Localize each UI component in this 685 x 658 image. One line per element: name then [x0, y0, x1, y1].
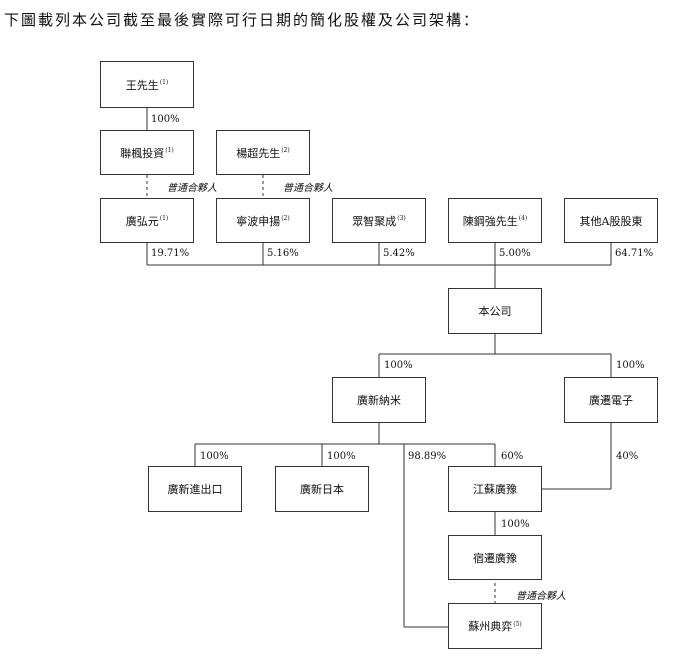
- node-juzhi-label: 眾智聚成: [352, 214, 397, 228]
- node-wang-label: 王先生: [125, 78, 159, 92]
- gp-label-yang: 普通合夥人: [283, 183, 333, 194]
- node-guangxinriben-label: 廣新日本: [300, 483, 344, 496]
- node-wang-note: (1): [159, 79, 169, 86]
- node-suqian-label: 宿遷廣豫: [473, 551, 517, 565]
- node-ningbo-note: (2): [281, 215, 290, 222]
- node-guanghongyuan-label: 廣弘元: [125, 214, 159, 228]
- node-yang-note: (2): [281, 147, 290, 154]
- node-company-label: 本公司: [478, 305, 512, 318]
- node-lianfeng-note: (1): [165, 147, 174, 154]
- node-chen-label: 陳鋼強先生: [462, 214, 518, 228]
- pct-guanghongyuan: 19.71%: [151, 248, 190, 259]
- node-ningbo: 寧波申揚(2): [216, 198, 310, 243]
- node-wang: 王先生(1): [100, 61, 194, 108]
- node-guangxinjin: 廣新進出口: [148, 466, 242, 512]
- node-company: 本公司: [448, 288, 542, 334]
- node-juzhi: 眾智聚成(3): [332, 198, 426, 243]
- pct-juzhi: 5.42%: [383, 248, 415, 259]
- node-suqian: 宿遷廣豫: [448, 535, 542, 580]
- node-chen-note: (4): [518, 215, 528, 222]
- pct-guangqian-jiangsu: 40%: [616, 451, 639, 462]
- pct-wang-lianfeng: 100%: [151, 114, 180, 125]
- node-guangqian: 廣遷電子: [564, 377, 658, 423]
- node-suzhou-note: (5): [513, 620, 522, 628]
- node-guangxinnami: 廣新納米: [332, 377, 426, 423]
- node-chen: 陳鋼強先生(4): [448, 198, 542, 243]
- node-guangxinjin-label: 廣新進出口: [167, 483, 223, 496]
- node-guangqian-label: 廣遷電子: [589, 394, 633, 407]
- node-ningbo-label: 寧波申揚: [236, 214, 281, 228]
- pct-chen: 5.00%: [499, 248, 531, 259]
- node-yang: 楊超先生(2): [216, 130, 310, 175]
- pct-company-guangxinnami: 100%: [384, 360, 413, 371]
- node-jiangsu: 江蘇廣豫: [448, 466, 542, 512]
- pct-company-guangqian: 100%: [616, 360, 645, 371]
- node-lianfeng: 聯楓投資(1): [100, 130, 194, 175]
- node-others-label: 其他A股股東: [579, 214, 643, 228]
- node-juzhi-note: (3): [397, 215, 406, 222]
- node-lianfeng-label: 聯楓投資: [120, 146, 165, 160]
- node-suzhou: 蘇州典弈(5): [448, 603, 542, 649]
- node-guangxinriben: 廣新日本: [275, 466, 369, 512]
- page-title: 下圖載列本公司截至最後實際可行日期的簡化股權及公司架構：: [4, 11, 481, 29]
- pct-guangxinjin: 100%: [200, 451, 229, 462]
- pct-guangxinriben: 100%: [327, 451, 356, 462]
- node-others: 其他A股股東: [564, 198, 658, 243]
- node-guanghongyuan: 廣弘元(1): [100, 198, 194, 243]
- pct-ningbo: 5.16%: [267, 248, 299, 259]
- pct-jiangsu: 60%: [501, 451, 524, 462]
- gp-label-lianfeng: 普通合夥人: [167, 183, 217, 194]
- node-yang-label: 楊超先生: [236, 146, 281, 160]
- node-suzhou-label: 蘇州典弈: [468, 620, 513, 633]
- pct-others: 64.71%: [615, 248, 654, 259]
- node-guanghongyuan-note: (1): [159, 215, 169, 222]
- pct-jiangsu-suqian: 100%: [501, 519, 530, 530]
- pct-suzhou: 98.89%: [408, 451, 447, 462]
- gp-label-suqian: 普通合夥人: [516, 591, 566, 602]
- node-guangxinnami-label: 廣新納米: [357, 394, 401, 407]
- node-jiangsu-label: 江蘇廣豫: [473, 483, 517, 496]
